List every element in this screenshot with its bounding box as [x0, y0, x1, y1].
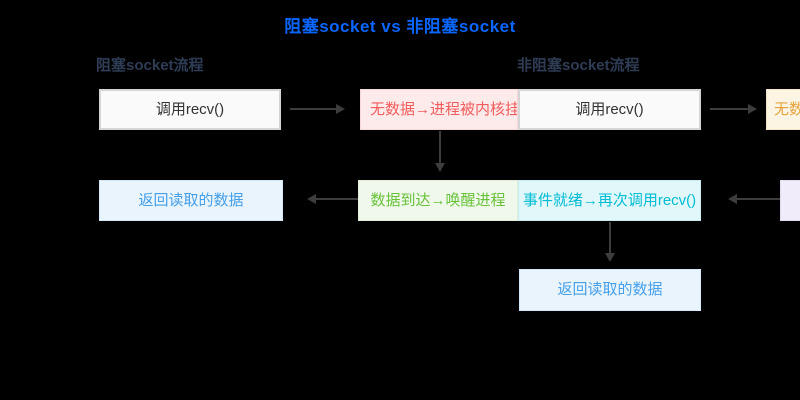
- heading-nonblocking-flow: 非阻塞socket流程: [517, 57, 640, 74]
- box-nonblocking-return-data: 返回读取的数据: [519, 269, 701, 311]
- diagram-title: 阻塞socket vs 非阻塞socket: [284, 17, 516, 36]
- box-blocking-return-data: 返回读取的数据: [99, 180, 283, 221]
- arrow-right-icon: [710, 104, 757, 114]
- box-blocking-no-data-suspend: 无数据→进程被内核挂起: [360, 89, 518, 130]
- arrow-down-icon: [435, 131, 445, 172]
- box-nonblocking-call-recv: 调用recv(): [518, 89, 701, 130]
- box-nonblocking-event-ready-recall: 事件就绪→再次调用recv(): [518, 180, 701, 221]
- box-blocking-call-recv: 调用recv(): [99, 89, 281, 130]
- box-blocking-data-arrived-wakeup: 数据到达→唤醒进程: [358, 180, 518, 221]
- arrow-left-icon: [307, 194, 358, 204]
- box-nonblocking-no-data: 无数据: [766, 89, 800, 130]
- arrow-right-icon: [290, 104, 345, 114]
- arrow-down-icon: [605, 222, 615, 262]
- heading-blocking-flow: 阻塞socket流程: [96, 57, 204, 74]
- arrow-left-icon: [728, 194, 780, 204]
- box-nonblocking-edge-clipped: [780, 180, 800, 221]
